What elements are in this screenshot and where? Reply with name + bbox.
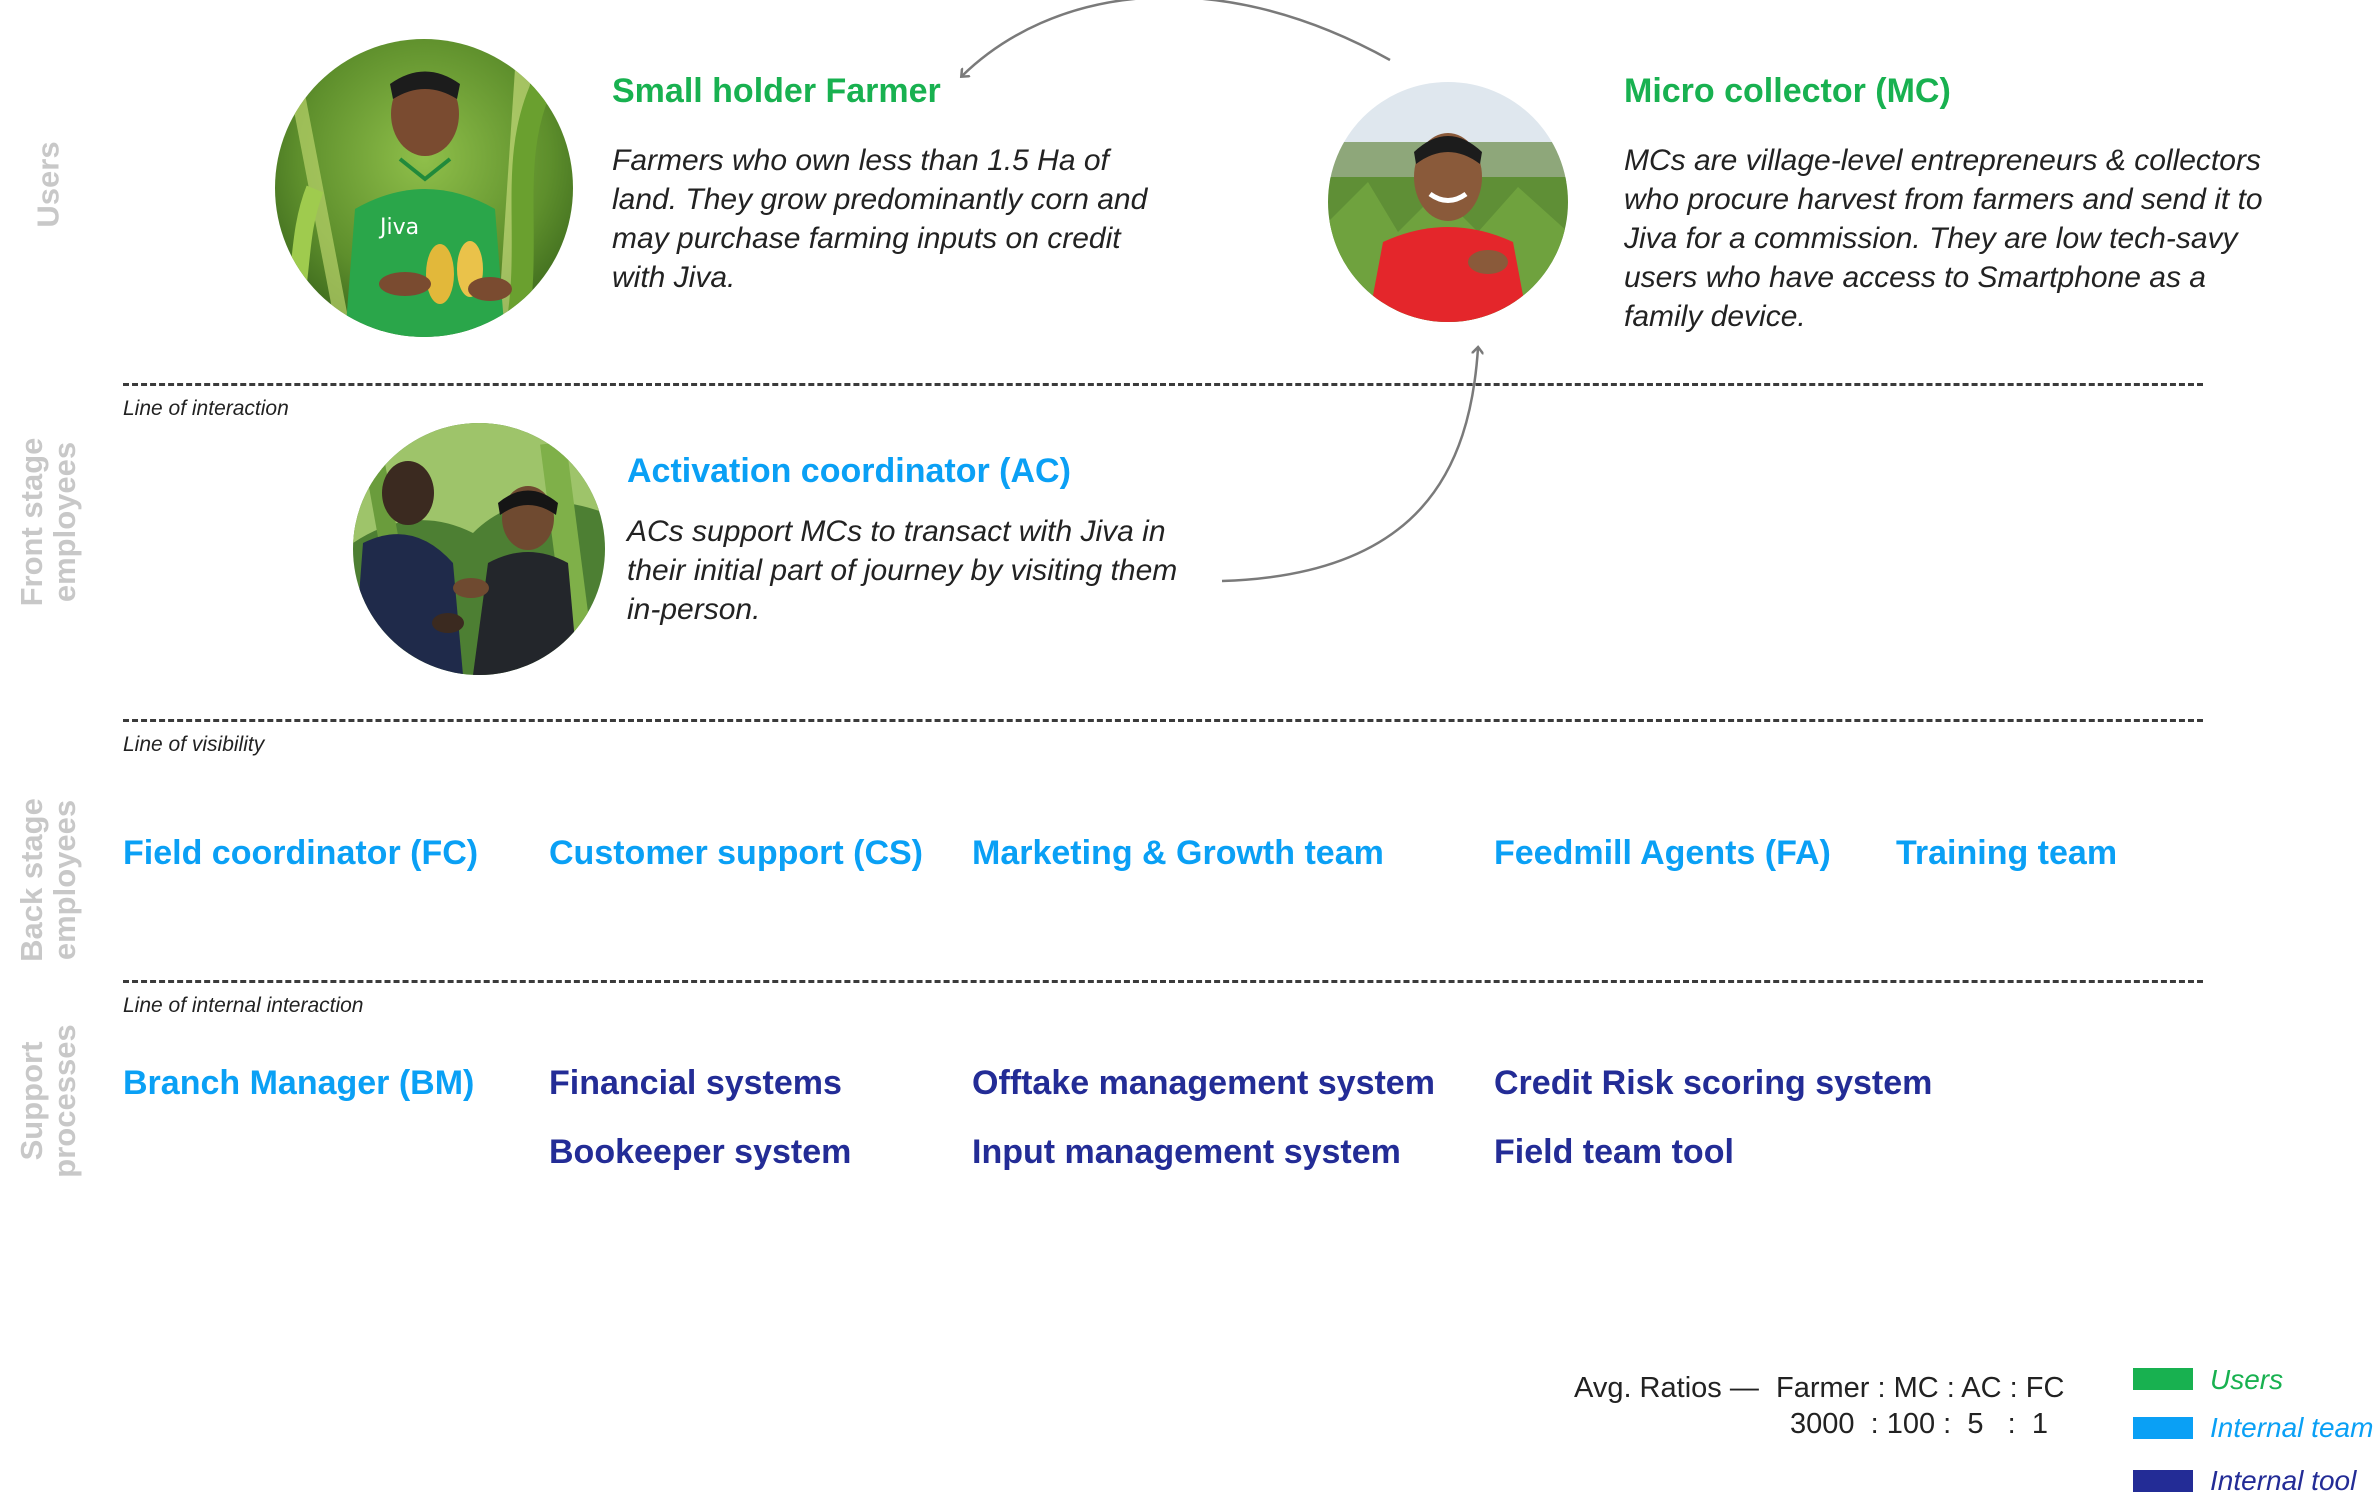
legend-internal-tool-swatch (2133, 1470, 2193, 1492)
farmer-photo: Jiva (275, 39, 573, 337)
line-of-interaction (123, 383, 2203, 386)
role-marketing-growth: Marketing & Growth team (972, 834, 1384, 872)
tool-credit-risk-scoring: Credit Risk scoring system (1494, 1064, 1933, 1102)
ac-description: ACs support MCs to transact with Jiva in… (627, 515, 1178, 626)
legend-users-swatch (2133, 1368, 2193, 1390)
tool-financial-systems: Financial systems (549, 1064, 842, 1102)
farmer-description: Farmers who own less than 1.5 Ha of land… (612, 144, 1148, 294)
ratios-label: Avg. Ratios — (1574, 1372, 1759, 1404)
mc-title: Micro collector (MC) (1624, 72, 1951, 110)
mc-to-farmer-arrow (962, 0, 1391, 76)
ratios-header: Farmer : MC : AC : FC (1776, 1372, 2065, 1404)
role-branch-manager: Branch Manager (BM) (123, 1064, 475, 1102)
line-of-visibility-label: Line of visibility (123, 733, 265, 756)
role-field-coordinator: Field coordinator (FC) (123, 834, 479, 872)
ratios-values: 3000 : 100 : 5 : 1 (1790, 1408, 2048, 1440)
jiva-shirt-logo: Jiva (378, 215, 419, 240)
tool-bookeeper-system: Bookeeper system (549, 1133, 852, 1171)
mc-description: MCs are village-level entrepreneurs & co… (1624, 144, 2263, 333)
role-feedmill-agents: Feedmill Agents (FA) (1494, 834, 1831, 872)
line-of-internal-interaction (123, 980, 2203, 983)
role-training-team: Training team (1896, 834, 2118, 872)
line-of-visibility (123, 719, 2203, 722)
tool-input-management: Input management system (972, 1133, 1401, 1171)
ac-to-mc-arrow (1221, 348, 1478, 583)
legend-users-label: Users (2210, 1364, 2284, 1395)
role-customer-support: Customer support (CS) (549, 834, 923, 872)
ac-photo (353, 423, 605, 675)
line-of-internal-interaction-label: Line of internal interaction (123, 994, 364, 1017)
legend-internal-team-label: Internal team (2210, 1412, 2374, 1443)
ac-title: Activation coordinator (AC) (627, 452, 1071, 490)
line-of-interaction-label: Line of interaction (123, 397, 289, 420)
tool-offtake-management: Offtake management system (972, 1064, 1435, 1102)
legend-internal-tool-label: Internal tool (2210, 1465, 2357, 1496)
mc-photo (1328, 82, 1568, 322)
tool-field-team-tool: Field team tool (1494, 1133, 1734, 1171)
farmer-title: Small holder Farmer (612, 72, 941, 110)
legend-internal-team-swatch (2133, 1417, 2193, 1439)
